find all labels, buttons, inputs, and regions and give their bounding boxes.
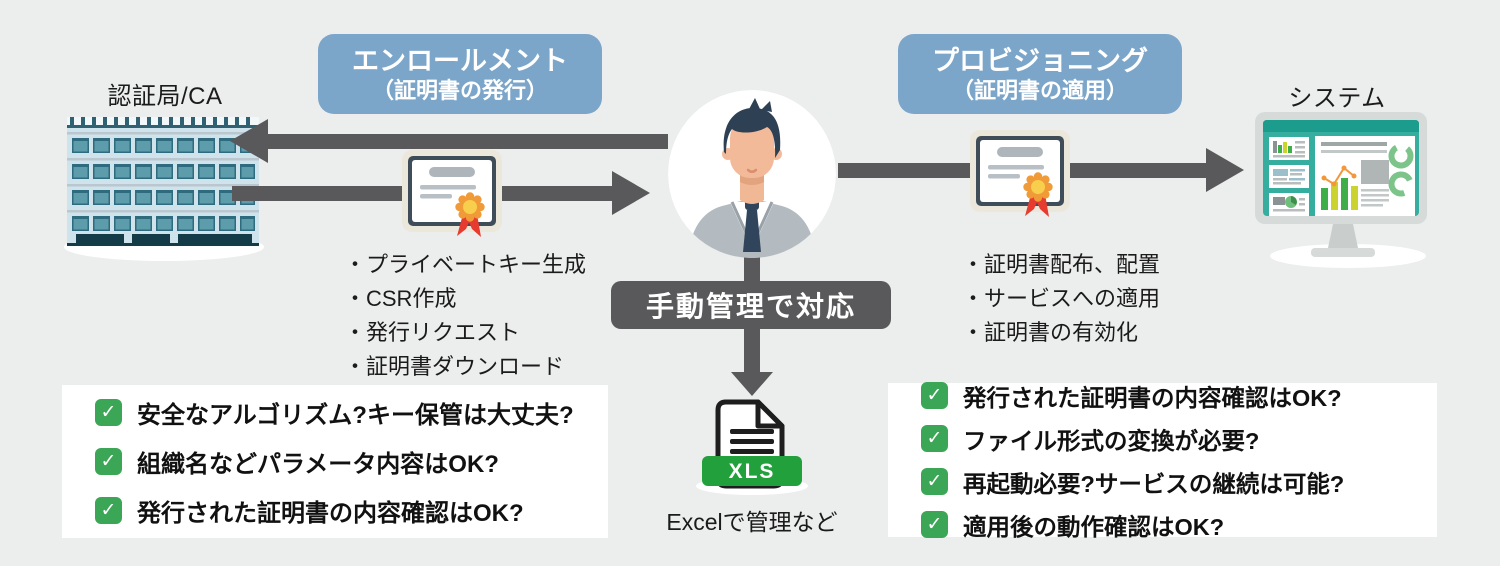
arrow-down-icon	[731, 372, 773, 396]
checklist-row: ✓ 安全なアルゴリズム?キー保管は大丈夫?	[95, 395, 608, 430]
certificate-icon-provisioning	[970, 130, 1070, 217]
xls-file-icon: XLS	[696, 399, 808, 495]
enrollment-task: ・証明書ダウンロード	[344, 354, 565, 379]
checkmark-icon: ✓	[921, 468, 948, 495]
checklist-text: 組織名などパラメータ内容はOK?	[137, 451, 499, 478]
checklist-row: ✓ 再起動必要?サービスの継続は可能?	[921, 465, 1437, 499]
checkmark-icon: ✓	[95, 497, 122, 524]
checkmark-icon: ✓	[95, 399, 122, 426]
system-label: システム	[1288, 85, 1386, 112]
checklist-text: 適用後の動作確認はOK?	[963, 513, 1225, 540]
provisioning-task: ・サービスへの適用	[962, 286, 1161, 311]
enrollment-header: エンロールメント （証明書の発行）	[318, 34, 602, 114]
arrow-to-system-icon	[1206, 148, 1244, 192]
manual-management-label: 手動管理で対応	[645, 291, 856, 322]
provisioning-task: ・証明書配布、配置	[962, 252, 1161, 277]
checklist-row: ✓ 発行された証明書の内容確認はOK?	[921, 379, 1437, 413]
arrow-from-ca-icon	[612, 171, 650, 215]
provisioning-task: ・証明書の有効化	[962, 320, 1139, 345]
person-avatar	[668, 90, 836, 258]
certificate-icon-enrollment	[402, 150, 502, 237]
enrollment-task: ・発行リクエスト	[344, 320, 521, 345]
checklist-text: ファイル形式の変換が必要?	[963, 427, 1260, 454]
checkmark-icon: ✓	[921, 511, 948, 538]
enrollment-task: ・CSR作成	[344, 286, 457, 311]
ca-label: 認証局/CA	[107, 83, 223, 110]
arrow-to-ca-icon	[230, 119, 268, 163]
excel-caption: Excelで管理など	[666, 509, 838, 535]
arrow-to-ca-bar	[266, 134, 668, 149]
checklist-text: 安全なアルゴリズム?キー保管は大丈夫?	[137, 402, 574, 429]
manual-management-box: 手動管理で対応	[611, 281, 891, 329]
provisioning-header: プロビジョニング （証明書の適用）	[898, 34, 1182, 114]
person-icon	[668, 90, 836, 258]
enrollment-subtitle: （証明書の発行）	[371, 77, 548, 103]
connector-manual-xls-bar	[744, 329, 760, 372]
checklist-row: ✓ 組織名などパラメータ内容はOK?	[95, 444, 608, 479]
checklist-text: 発行された証明書の内容確認はOK?	[963, 384, 1342, 411]
checklist-text: 再起動必要?サービスの継続は可能?	[963, 470, 1345, 497]
checkmark-icon: ✓	[921, 425, 948, 452]
checkmark-icon: ✓	[95, 448, 122, 475]
enrollment-task: ・プライベートキー生成	[344, 252, 587, 277]
provisioning-checklist-card: ✓ 発行された証明書の内容確認はOK? ✓ ファイル形式の変換が必要? ✓ 再起…	[888, 382, 1437, 540]
checklist-row: ✓ ファイル形式の変換が必要?	[921, 422, 1437, 456]
checklist-row: ✓ 適用後の動作確認はOK?	[921, 508, 1437, 542]
enrollment-task-list: ・プライベートキー生成 ・CSR作成 ・発行リクエスト ・証明書ダウンロード	[344, 248, 586, 384]
checkmark-icon: ✓	[921, 382, 948, 409]
checklist-row: ✓ 発行された証明書の内容確認はOK?	[95, 493, 608, 528]
enrollment-title: エンロールメント	[352, 45, 568, 76]
provisioning-title: プロビジョニング	[932, 45, 1148, 76]
enrollment-checklist-card: ✓ 安全なアルゴリズム?キー保管は大丈夫? ✓ 組織名などパラメータ内容はOK?…	[62, 385, 608, 538]
monitor-icon	[1255, 112, 1427, 268]
checklist-text: 発行された証明書の内容確認はOK?	[137, 500, 524, 527]
provisioning-task-list: ・証明書配布、配置 ・サービスへの適用 ・証明書の有効化	[962, 248, 1160, 350]
building-icon	[64, 117, 264, 261]
xls-badge-label: XLS	[729, 460, 776, 483]
provisioning-subtitle: （証明書の適用）	[951, 77, 1128, 103]
